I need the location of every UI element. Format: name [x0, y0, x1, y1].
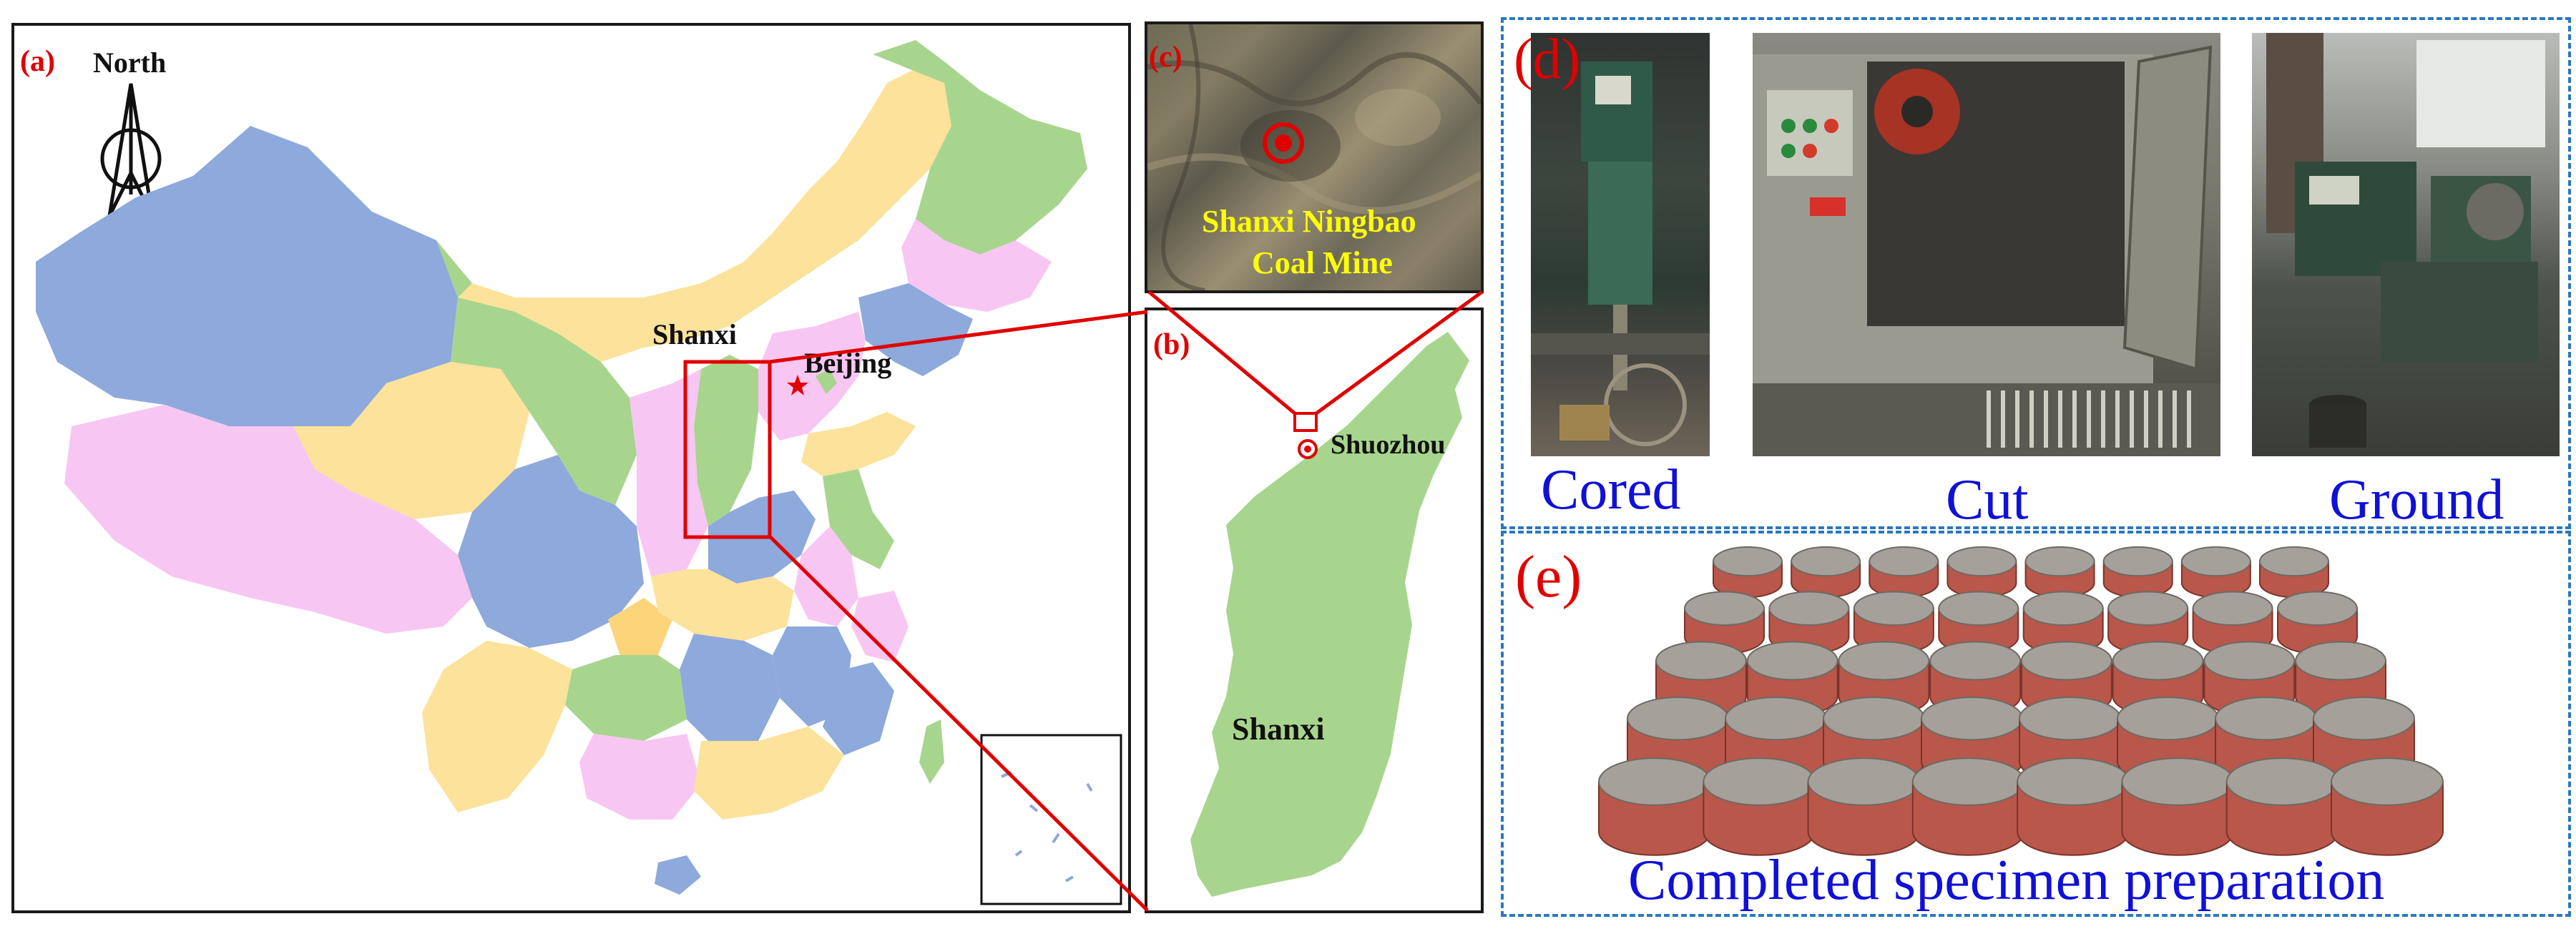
- panel-e-label: (e): [1515, 544, 1582, 610]
- province-anhui: [794, 526, 858, 626]
- specimen-cylinder: [1911, 757, 2025, 856]
- panel-e-frame: [1501, 531, 2571, 917]
- province-ningxia: [601, 412, 630, 469]
- province-zhejiang: [851, 591, 909, 662]
- mine-location-box: [1293, 412, 1318, 432]
- specimen-caption: Completed specimen preparation: [1628, 849, 2385, 912]
- province-shanxi: [694, 355, 758, 526]
- province-gansu: [436, 240, 637, 505]
- specimen-cylinder: [1713, 546, 1783, 599]
- grinding-machine-photo: [2252, 33, 2560, 456]
- shanxi-highlight-box: [683, 360, 772, 539]
- specimen-cylinder: [1807, 757, 1921, 856]
- specimen-cylinder: [2225, 757, 2339, 856]
- specimen-cylinder: [2180, 546, 2251, 599]
- province-heilongjiang: [873, 40, 1087, 255]
- north-label: North: [93, 46, 167, 79]
- province-hebei: [758, 312, 866, 441]
- province-chongqing: [608, 598, 672, 662]
- mine-name-line1: Shanxi Ningbao: [1202, 204, 1416, 239]
- panel-c-satellite-image: [1145, 21, 1484, 293]
- province-tibet: [64, 405, 472, 634]
- north-arrow-icon: [100, 83, 162, 217]
- province-jiangsu: [823, 469, 894, 569]
- specimen-cylinder: [2331, 757, 2444, 856]
- province-shandong: [801, 412, 916, 476]
- province-inner-mongolia: [458, 69, 951, 362]
- province-guangxi: [579, 734, 701, 820]
- province-beijing: [816, 369, 837, 394]
- specimen-cylinder: [1946, 546, 2017, 599]
- specimen-cylinder: [2121, 757, 2235, 856]
- panel-c-label: (c): [1149, 41, 1182, 74]
- province-sichuan: [458, 455, 644, 648]
- shuozhou-marker-icon: [1298, 439, 1318, 459]
- province-guangdong: [694, 727, 844, 820]
- specimen-cylinder: [2022, 591, 2104, 655]
- panel-b-frame: [1145, 308, 1484, 913]
- specimen-array: [1598, 546, 2444, 856]
- beijing-star-icon: [787, 375, 808, 395]
- step-label-ground: Ground: [2329, 468, 2504, 531]
- shanxi-province-map: [1190, 332, 1469, 897]
- panel-a-label: (a): [20, 45, 55, 78]
- specimen-cylinder: [1869, 546, 1939, 599]
- province-guizhou: [565, 655, 687, 741]
- shanxi-map-label: Shanxi: [652, 318, 737, 350]
- province-xinjiang: [36, 126, 458, 426]
- province-hainan: [655, 855, 701, 895]
- china-map: [36, 40, 1122, 905]
- step-label-cut: Cut: [1946, 468, 2029, 531]
- panel-a-frame: [11, 23, 1131, 913]
- south-china-sea-inset: [980, 734, 1122, 905]
- province-shaanxi: [630, 369, 708, 576]
- coring-machine-photo: [1531, 33, 1710, 456]
- province-yunnan: [422, 641, 572, 812]
- mine-name-line2: Coal Mine: [1252, 245, 1393, 280]
- province-jilin: [901, 219, 1052, 312]
- province-jiangxi: [773, 626, 851, 727]
- specimen-cylinder: [1703, 757, 1816, 856]
- specimen-cylinder: [2024, 546, 2095, 599]
- step-label-cored: Cored: [1541, 458, 1681, 521]
- province-liaoning: [858, 283, 973, 376]
- specimen-cylinder: [1791, 546, 1861, 599]
- specimen-cylinder: [2259, 546, 2329, 599]
- province-fujian: [823, 662, 894, 755]
- specimen-cylinder: [2017, 757, 2130, 856]
- shuozhou-label: Shuozhou: [1331, 430, 1446, 460]
- panel-d-label: (d): [1514, 28, 1581, 91]
- province-qinghai: [293, 362, 529, 519]
- specimen-cylinder: [2102, 546, 2173, 599]
- province-taiwan: [919, 719, 944, 784]
- cutting-machine-photo: [1753, 33, 2220, 456]
- province-hubei: [651, 569, 794, 641]
- panel-d-frame: [1501, 17, 2571, 529]
- shanxi-province-label: Shanxi: [1232, 712, 1325, 747]
- specimen-cylinder: [1598, 757, 1711, 856]
- panel-b-label: (b): [1153, 328, 1190, 361]
- province-hunan: [680, 634, 780, 748]
- specimen-cylinder: [1746, 641, 1838, 717]
